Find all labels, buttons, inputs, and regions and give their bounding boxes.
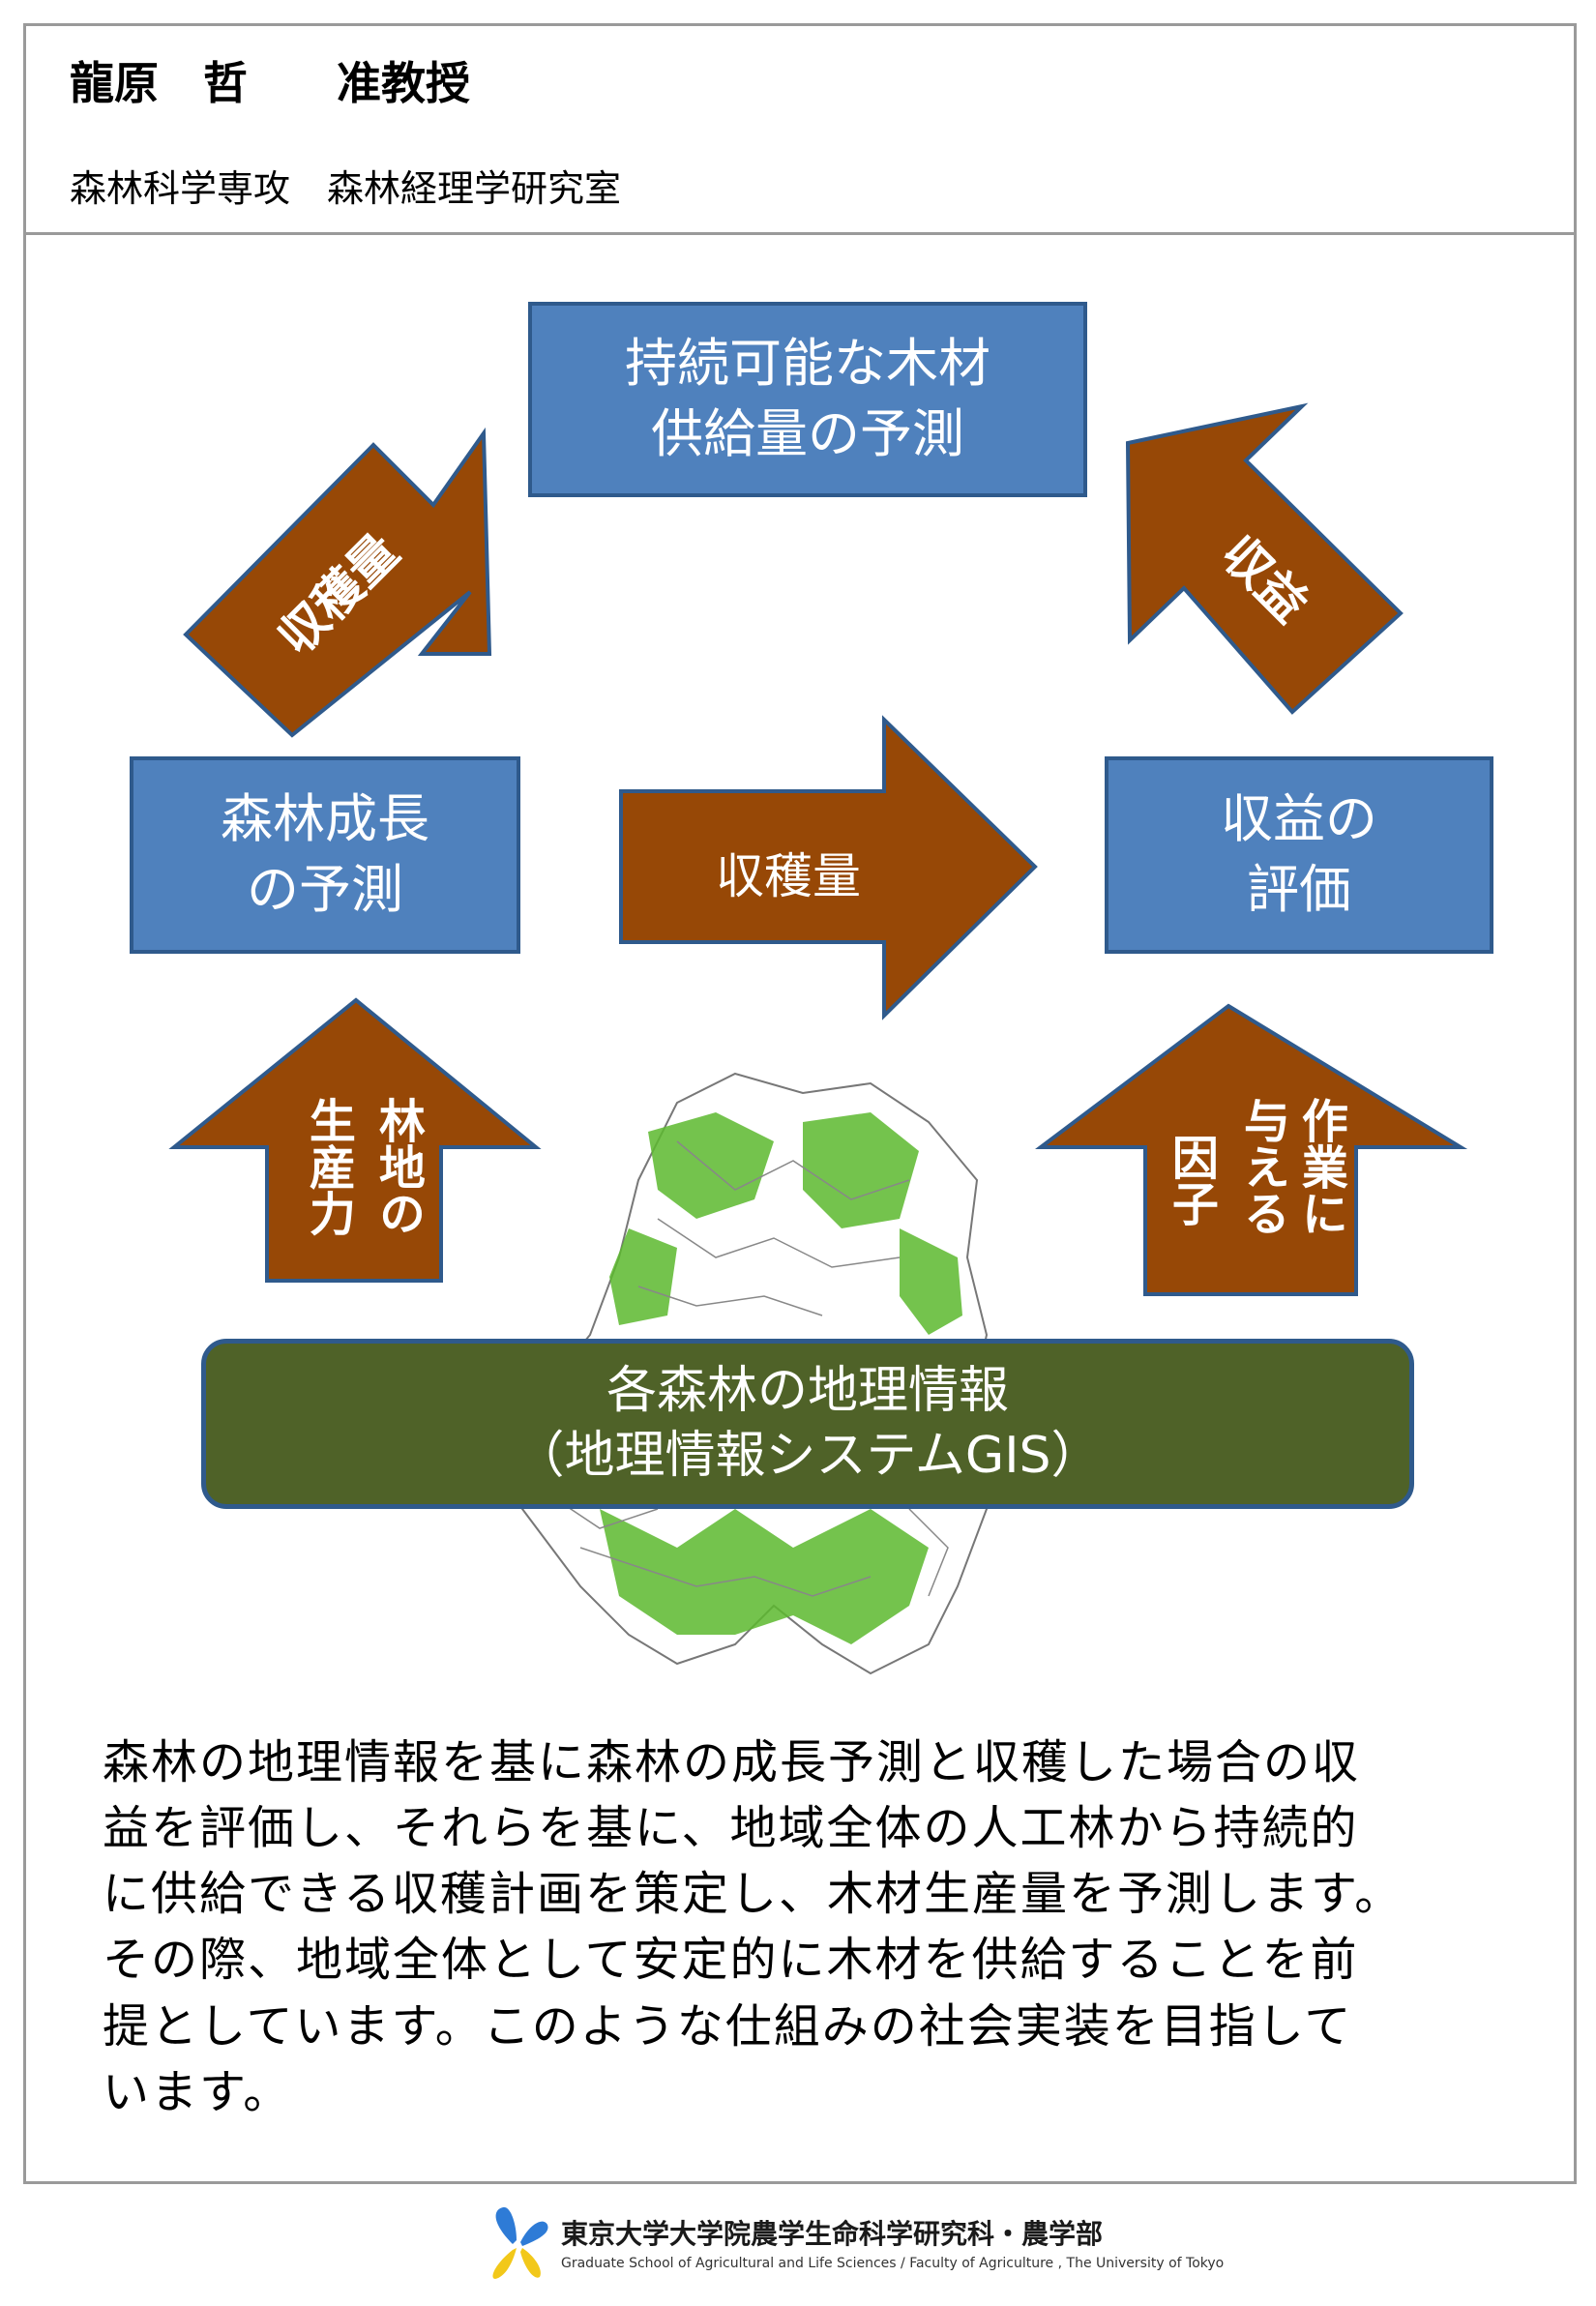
productivity-arrow-up [168, 997, 542, 1283]
productivity-label-col1: 林地の [369, 1097, 425, 1236]
header-divider [23, 232, 1577, 235]
gis-info-line1: 各森林の地理情報 [606, 1362, 1009, 1421]
harvest-arrow-upleft [183, 427, 492, 738]
gis-info-line2: （地理情報システムGIS） [514, 1427, 1102, 1485]
department-label: 森林科学専攻 森林経理学研究室 [70, 167, 622, 210]
gis-info-box: 各森林の地理情報 （地理情報システムGIS） [201, 1339, 1414, 1509]
description-line: 森林の地理情報を基に森林の成長予測と収穫した場合の収 [103, 1735, 1361, 1789]
forest-growth-line2: の予測 [247, 859, 403, 920]
professor-name: 龍原 哲 准教授 [70, 57, 470, 109]
revenue-arrow-upright [1125, 402, 1404, 715]
footer-title: 東京大学大学院農学生命科学研究科・農学部 [561, 2218, 1104, 2250]
description-line: います。 [103, 2064, 292, 2119]
harvest-label-center: 収穫量 [716, 848, 861, 904]
description-line: 益を評価し、それらを基に、地域全体の人工林から持続的 [103, 1801, 1359, 1856]
harvest-arrow-center [619, 715, 1038, 1020]
forest-growth-box: 森林成長 の予測 [130, 756, 520, 954]
work-factor-label-col3: 因子 [1163, 1134, 1218, 1227]
description-paragraph: 森林の地理情報を基に森林の成長予測と収穫した場合の収 益を評価し、それらを基に、… [103, 1730, 1534, 2125]
forest-growth-line1: 森林成長 [221, 788, 429, 850]
sustainable-supply-box: 持続可能な木材 供給量の予測 [528, 302, 1087, 497]
footer: 東京大学大学院農学生命科学研究科・農学部 Graduate School of … [484, 2205, 1224, 2292]
page-frame [23, 23, 1577, 2184]
description-line: その際、地域全体として安定的に木材を供給することを前 [103, 1933, 1359, 1988]
description-line: に供給できる収穫計画を策定し、木材生産量を予測します。 [103, 1867, 1404, 1922]
revenue-evaluation-line2: 評価 [1247, 859, 1351, 920]
university-logo-icon [492, 2206, 548, 2279]
revenue-evaluation-box: 収益の 評価 [1105, 756, 1493, 954]
work-factor-label-col1: 作業に [1292, 1097, 1347, 1236]
sustainable-supply-line2: 供給量の予測 [651, 403, 964, 464]
productivity-label-col2: 生産力 [300, 1097, 355, 1236]
sustainable-supply-line1: 持続可能な木材 [625, 333, 990, 395]
footer-subtitle: Graduate School of Agricultural and Life… [561, 2256, 1225, 2271]
revenue-evaluation-line1: 収益の [1221, 788, 1377, 850]
work-factor-arrow-up [1035, 1003, 1468, 1296]
description-line: 提としています。このような仕組みの社会実装を目指して [103, 1998, 1353, 2054]
work-factor-label-col2: 与える [1234, 1097, 1289, 1236]
